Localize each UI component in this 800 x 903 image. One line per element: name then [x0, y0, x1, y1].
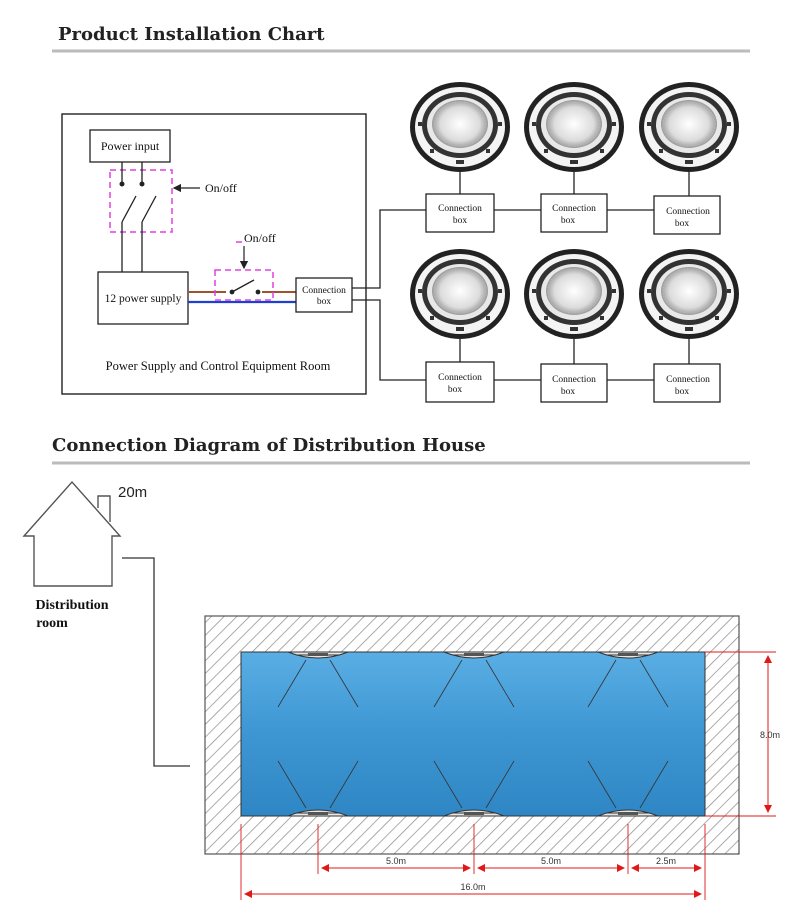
svg-text:box: box	[448, 385, 463, 395]
connection-box-r1c3: Connection box	[653, 195, 721, 235]
connection-box-r2c2: Connection box	[540, 363, 608, 403]
height-dimension	[705, 651, 776, 817]
edge-label: 2.5m	[656, 856, 676, 866]
light-row-1	[409, 81, 740, 211]
switch2-label: On/off	[244, 231, 276, 245]
svg-text:box: box	[675, 387, 690, 397]
switch1-label: On/off	[205, 181, 237, 195]
svg-text:box: box	[453, 216, 468, 226]
main-connection-box	[295, 277, 353, 313]
svg-text:Connection: Connection	[552, 204, 596, 214]
main-connection-box-label-1: Connection	[302, 286, 346, 296]
connection-box-r1c1: Connection box	[425, 193, 495, 233]
equipment-room-label: Power Supply and Control Equipment Room	[106, 359, 331, 373]
svg-text:Connection: Connection	[666, 375, 710, 385]
light-row-2	[409, 248, 740, 381]
pool-water	[240, 651, 706, 817]
height-label: 8.0m	[760, 730, 780, 740]
supply-cable	[122, 557, 190, 767]
svg-text:box: box	[675, 219, 690, 229]
width-dimensions	[240, 824, 706, 900]
switch2-box	[214, 269, 274, 301]
distribution-room-label-1: Distribution	[35, 598, 108, 613]
house-label: 20m	[118, 484, 147, 501]
total-width-label: 16.0m	[460, 882, 485, 892]
svg-text:Connection: Connection	[552, 375, 596, 385]
equipment-room-box	[61, 113, 367, 395]
power-input-label: Power input	[101, 139, 160, 153]
distribution-room-label-2: room	[36, 616, 68, 631]
svg-text:Connection: Connection	[666, 207, 710, 217]
svg-text:Connection: Connection	[438, 373, 482, 383]
connection-box-r2c1: Connection box	[425, 361, 495, 403]
svg-text:Connection: Connection	[438, 204, 482, 214]
spacing2-label: 5.0m	[541, 856, 561, 866]
svg-text:box: box	[561, 216, 576, 226]
connection-box-r2c3: Connection box	[653, 363, 721, 403]
section2-title: Connection Diagram of Distribution House	[52, 435, 486, 456]
main-connection-box-label-2: box	[317, 297, 332, 307]
power-supply-label: 12 power supply	[105, 293, 182, 305]
spacing1-label: 5.0m	[386, 856, 406, 866]
power-supply-box	[97, 271, 189, 325]
switch1-box	[109, 169, 173, 233]
section1-title: Product Installation Chart	[58, 24, 325, 45]
connection-box-r1c2: Connection box	[540, 193, 608, 233]
power-input-box	[89, 129, 171, 163]
svg-text:box: box	[561, 387, 576, 397]
distribution-house	[22, 480, 122, 587]
